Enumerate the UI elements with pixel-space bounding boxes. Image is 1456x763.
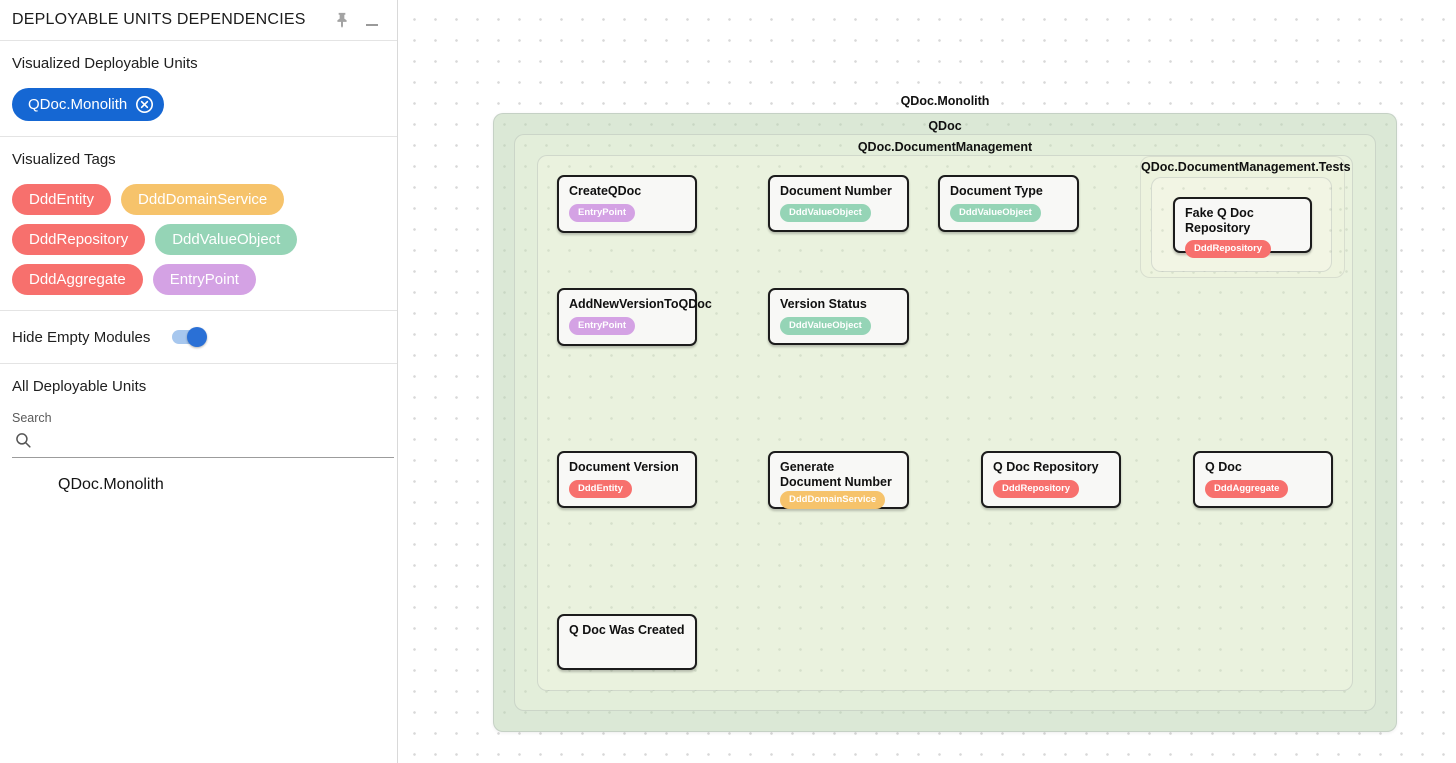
tag-pill-ddddomainservice[interactable]: DddDomainService: [121, 184, 285, 215]
node-q-doc[interactable]: Q Doc DddAggregate: [1193, 451, 1333, 508]
diagram-canvas[interactable]: QDoc.Monolith QDoc QDoc.DocumentManageme…: [398, 0, 1456, 763]
node-version-status[interactable]: Version Status DddValueObject: [768, 288, 909, 345]
tag-pill-dddentity[interactable]: DddEntity: [12, 184, 112, 215]
module-document-management-label: QDoc.DocumentManagement: [857, 140, 1033, 154]
search-label: Search: [12, 411, 52, 425]
hide-empty-modules-label: Hide Empty Modules: [12, 328, 151, 346]
tag-pill-dddrepository[interactable]: DddRepository: [12, 224, 146, 255]
module-tests-label: QDoc.DocumentManagement.Tests: [1141, 160, 1351, 174]
node-create-qdoc[interactable]: CreateQDoc EntryPoint: [557, 175, 697, 233]
visualized-units-section: Visualized Deployable Units QDoc.Monolit…: [0, 41, 397, 137]
deployable-unit-label: QDoc.Monolith: [900, 94, 990, 108]
all-units-section: All Deployable Units Search QDoc.Monolit…: [0, 364, 397, 509]
tag-pill-dddvalueobject[interactable]: DddValueObject: [155, 224, 298, 255]
node-document-version[interactable]: Document Version DddEntity: [557, 451, 697, 508]
node-q-doc-was-created[interactable]: Q Doc Was Created: [557, 614, 697, 670]
visualized-tags-heading: Visualized Tags: [12, 151, 116, 168]
deployable-units-panel: DEPLOYABLE UNITS DEPENDENCIES Visualized…: [0, 0, 398, 763]
node-document-type[interactable]: Document Type DddValueObject: [938, 175, 1079, 232]
node-add-new-version-to-qdoc[interactable]: AddNewVersionToQDoc EntryPoint: [557, 288, 712, 346]
visualized-unit-chip-label: QDoc.Monolith: [28, 96, 128, 113]
minimize-icon[interactable]: [361, 9, 383, 31]
node-document-number[interactable]: Document Number DddValueObject: [768, 175, 909, 232]
panel-title: DEPLOYABLE UNITS DEPENDENCIES: [12, 11, 306, 28]
pin-icon[interactable]: [331, 9, 353, 31]
search-icon: [14, 431, 33, 457]
module-qdoc-label: QDoc: [928, 119, 962, 133]
node-q-doc-repository[interactable]: Q Doc Repository DddRepository: [981, 451, 1121, 508]
hide-empty-modules-row: Hide Empty Modules: [0, 311, 397, 364]
all-units-heading: All Deployable Units: [12, 378, 147, 395]
remove-unit-icon[interactable]: [135, 95, 154, 114]
node-generate-document-number[interactable]: Generate Document Number DddDomainServic…: [768, 451, 909, 510]
panel-header: DEPLOYABLE UNITS DEPENDENCIES: [0, 0, 397, 41]
unit-list-item-qdoc-monolith[interactable]: QDoc.Monolith: [58, 476, 164, 493]
tag-pill-entrypoint[interactable]: EntryPoint: [152, 264, 256, 295]
visualized-units-heading: Visualized Deployable Units: [12, 55, 198, 72]
hide-empty-modules-toggle[interactable]: [172, 327, 208, 347]
node-fake-q-doc-repository[interactable]: Fake Q Doc Repository DddRepository: [1173, 197, 1312, 259]
visualized-unit-chip[interactable]: QDoc.Monolith: [12, 88, 165, 121]
tag-pill-dddaggregate[interactable]: DddAggregate: [12, 264, 143, 295]
visualized-tags-section: Visualized Tags DddEntity DddDomainServi…: [0, 137, 397, 311]
search-input[interactable]: [33, 433, 394, 457]
